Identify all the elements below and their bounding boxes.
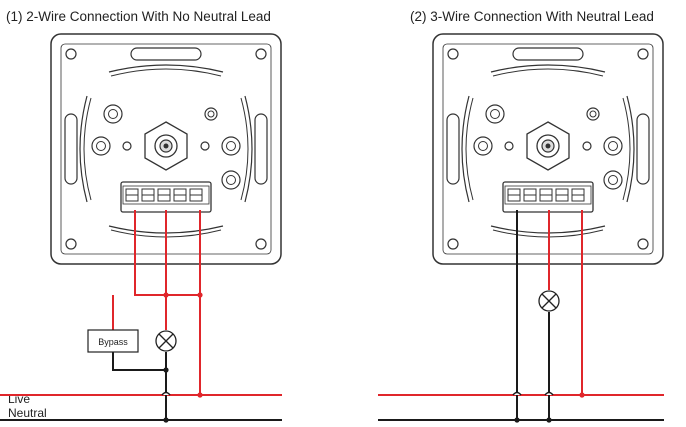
live-wires-left bbox=[0, 210, 282, 396]
diagram-title-two-wire: (1) 2-Wire Connection With No Neutral Le… bbox=[6, 9, 271, 24]
neutral-wires-left bbox=[0, 352, 282, 421]
bypass-label: Bypass bbox=[98, 337, 128, 347]
neutral-label: Neutral bbox=[8, 406, 47, 420]
lamp-icon-right bbox=[538, 290, 560, 312]
bypass-box bbox=[87, 329, 139, 353]
neutral-wires-right bbox=[378, 210, 664, 421]
lamp-icon bbox=[155, 330, 177, 352]
diagram-title-three-wire: (2) 3-Wire Connection With Neutral Lead bbox=[410, 9, 654, 24]
